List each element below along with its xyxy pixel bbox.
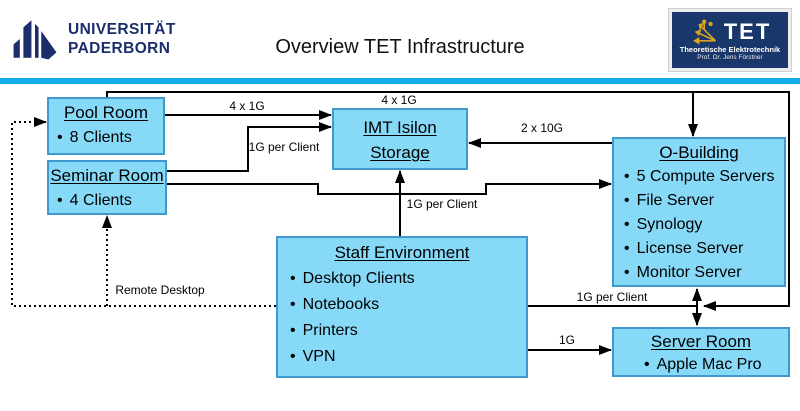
edge-seminar-to-o-building xyxy=(167,179,612,195)
upb-wordmark-line2: PADERBORN xyxy=(68,40,171,57)
tet-logo-subsubtitle: Prof. Dr. Jens Förstner xyxy=(697,53,763,61)
list-item: • VPN xyxy=(278,344,526,370)
list-item-text: Synology xyxy=(636,216,703,233)
list-item-text: File Server xyxy=(636,192,714,209)
bullet-icon: • xyxy=(624,240,630,257)
list-item-text: 5 Compute Servers xyxy=(636,168,775,185)
edge-label-1g: 1G xyxy=(558,333,576,347)
node-pool-room: Pool Room • 8 Clients xyxy=(47,97,165,155)
tet-logo: TET Theoretische Elektrotechnik Prof. Dr… xyxy=(668,8,792,72)
list-item: • License Server xyxy=(614,237,784,261)
upb-wordmark: UNIVERSITÄT PADERBORN xyxy=(68,20,176,58)
bullet-icon: • xyxy=(624,168,630,185)
list-item: • 4 Clients xyxy=(49,188,165,214)
list-item-text: 8 Clients xyxy=(69,129,132,146)
upb-wordmark-line1: UNIVERSITÄT xyxy=(68,21,176,38)
list-item: • Printers xyxy=(278,318,526,344)
tet-logo-subtitle: Theoretische Elektrotechnik xyxy=(679,44,781,54)
list-item-text: License Server xyxy=(636,240,744,257)
page-title: Overview TET Infrastructure xyxy=(275,36,525,58)
list-item: • File Server xyxy=(614,189,784,213)
edge-label-4x1g-pool: 4 x 1G xyxy=(229,99,265,113)
node-server-room: Server Room • Apple Mac Pro xyxy=(612,327,790,377)
node-server-room-title: Server Room xyxy=(650,332,752,351)
list-item-text: Monitor Server xyxy=(636,264,742,281)
list-item-text: Apple Mac Pro xyxy=(656,356,762,373)
node-o-building-title: O-Building xyxy=(659,143,739,162)
bullet-icon: • xyxy=(290,296,296,313)
node-seminar-room-title: Seminar Room xyxy=(50,166,164,185)
list-item: • 5 Compute Servers xyxy=(614,165,784,189)
node-staff-environment: Staff Environment • Desktop Clients • No… xyxy=(276,236,528,378)
bullet-icon: • xyxy=(624,264,630,281)
bullet-icon: • xyxy=(57,192,63,209)
edge-label-4x1g-rail: 4 x 1G xyxy=(381,93,417,107)
list-item: • Notebooks xyxy=(278,292,526,318)
list-item-text: Notebooks xyxy=(302,296,380,313)
tet-logo-inner: TET Theoretische Elektrotechnik Prof. Dr… xyxy=(672,12,788,68)
tet-logo-name: TET xyxy=(723,18,772,44)
edge-label-remote-desktop: Remote Desktop xyxy=(115,283,205,297)
edge-label-1g-per-client-seminar: 1G per Client xyxy=(248,140,320,154)
node-seminar-room: Seminar Room • 4 Clients xyxy=(47,160,167,215)
header-divider xyxy=(0,78,800,84)
node-imt-isilon-storage: IMT Isilon Storage xyxy=(332,108,468,170)
bullet-icon: • xyxy=(57,129,63,146)
edge-label-1g-per-client-staff-isilon: 1G per Client xyxy=(406,197,478,211)
upb-logo-icon xyxy=(13,20,57,60)
list-item: • Desktop Clients xyxy=(278,266,526,292)
edge-label-2x10g: 2 x 10G xyxy=(520,121,564,135)
upb-logo: UNIVERSITÄT PADERBORN xyxy=(10,12,176,66)
bullet-icon: • xyxy=(624,192,630,209)
list-item-text: 4 Clients xyxy=(69,192,132,209)
node-staff-environment-title: Staff Environment xyxy=(334,243,470,262)
tet-axes-icon xyxy=(692,18,716,45)
list-item: • Synology xyxy=(614,213,784,237)
bullet-icon: • xyxy=(644,356,650,373)
list-item-text: VPN xyxy=(302,348,336,365)
list-item: • 8 Clients xyxy=(49,125,163,151)
bullet-icon: • xyxy=(290,322,296,339)
bullet-icon: • xyxy=(290,348,296,365)
bullet-icon: • xyxy=(624,216,630,233)
node-pool-room-title: Pool Room xyxy=(63,103,149,122)
list-item: • Monitor Server xyxy=(614,261,784,285)
list-item: • Apple Mac Pro xyxy=(614,353,788,376)
list-item-text: Printers xyxy=(302,322,358,339)
edge-label-1g-per-client-staff-o-building: 1G per Client xyxy=(576,290,648,304)
node-imt-isilon-storage-title: IMT Isilon Storage xyxy=(363,118,437,162)
bullet-icon: • xyxy=(290,270,296,287)
node-o-building: O-Building • 5 Compute Servers • File Se… xyxy=(612,137,786,287)
list-item-text: Desktop Clients xyxy=(302,270,415,287)
